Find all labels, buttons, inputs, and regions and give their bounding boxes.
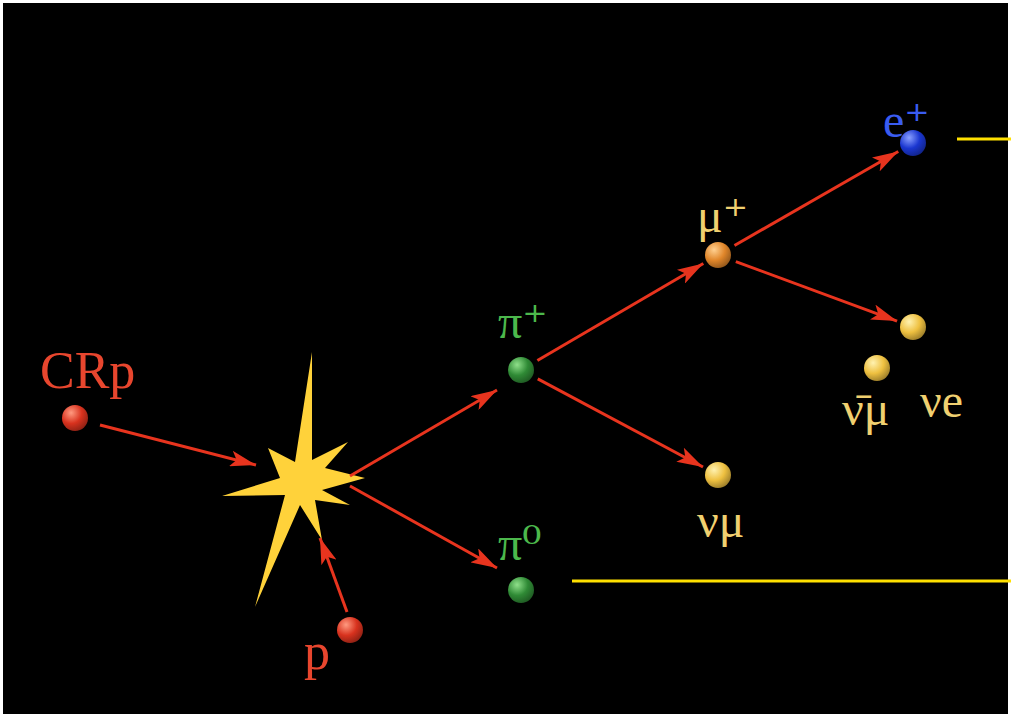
particle-node: p [337, 617, 363, 643]
decay-arrow [736, 262, 897, 322]
particle-node: μ⁺ [705, 242, 731, 268]
particle-label: νμ [697, 497, 744, 545]
particle-sphere [705, 242, 731, 268]
incoming-arrow [320, 538, 347, 612]
particle-label: π⁺ [498, 298, 548, 346]
particle-node: CRp [62, 405, 88, 431]
decay-arrow [538, 379, 703, 467]
particle-node: π⁺ [508, 357, 534, 383]
particle-label: e⁺ [883, 97, 930, 145]
particle-node: π⁰ [508, 577, 534, 603]
particle-sphere [900, 314, 926, 340]
outgoing-arrow [350, 390, 497, 476]
particle-sphere [62, 405, 88, 431]
particle-label: νe [920, 377, 963, 425]
particle-label: ν̄μ [842, 385, 889, 433]
particle-sphere [705, 462, 731, 488]
particle-sphere [337, 617, 363, 643]
particle-ball [508, 357, 534, 383]
outgoing-arrow [350, 486, 497, 568]
collision-star [222, 352, 365, 607]
particle-ball [705, 462, 731, 488]
particle-label: CRp [40, 345, 135, 397]
gamma-line [572, 580, 1011, 583]
particle-sphere [508, 577, 534, 603]
particle-sphere [508, 357, 534, 383]
decay-arrow [537, 264, 703, 361]
particle-ball [508, 577, 534, 603]
particle-ball [900, 314, 926, 340]
particle-ball [864, 355, 890, 381]
particle-ball [337, 617, 363, 643]
particle-node: e⁺ [900, 130, 926, 156]
incoming-arrow [100, 425, 256, 465]
particle-sphere [864, 355, 890, 381]
particle-ball [705, 242, 731, 268]
decay-arrow [734, 151, 898, 245]
gamma-line [957, 138, 1011, 141]
particle-ball [62, 405, 88, 431]
particle-node: ν̄μ [864, 355, 890, 381]
particle-label: π⁰ [498, 520, 541, 568]
particle-node: νμ [705, 462, 731, 488]
particle-label: p [304, 626, 330, 678]
particle-node: νe [900, 314, 926, 340]
particle-label: μ⁺ [697, 192, 748, 240]
